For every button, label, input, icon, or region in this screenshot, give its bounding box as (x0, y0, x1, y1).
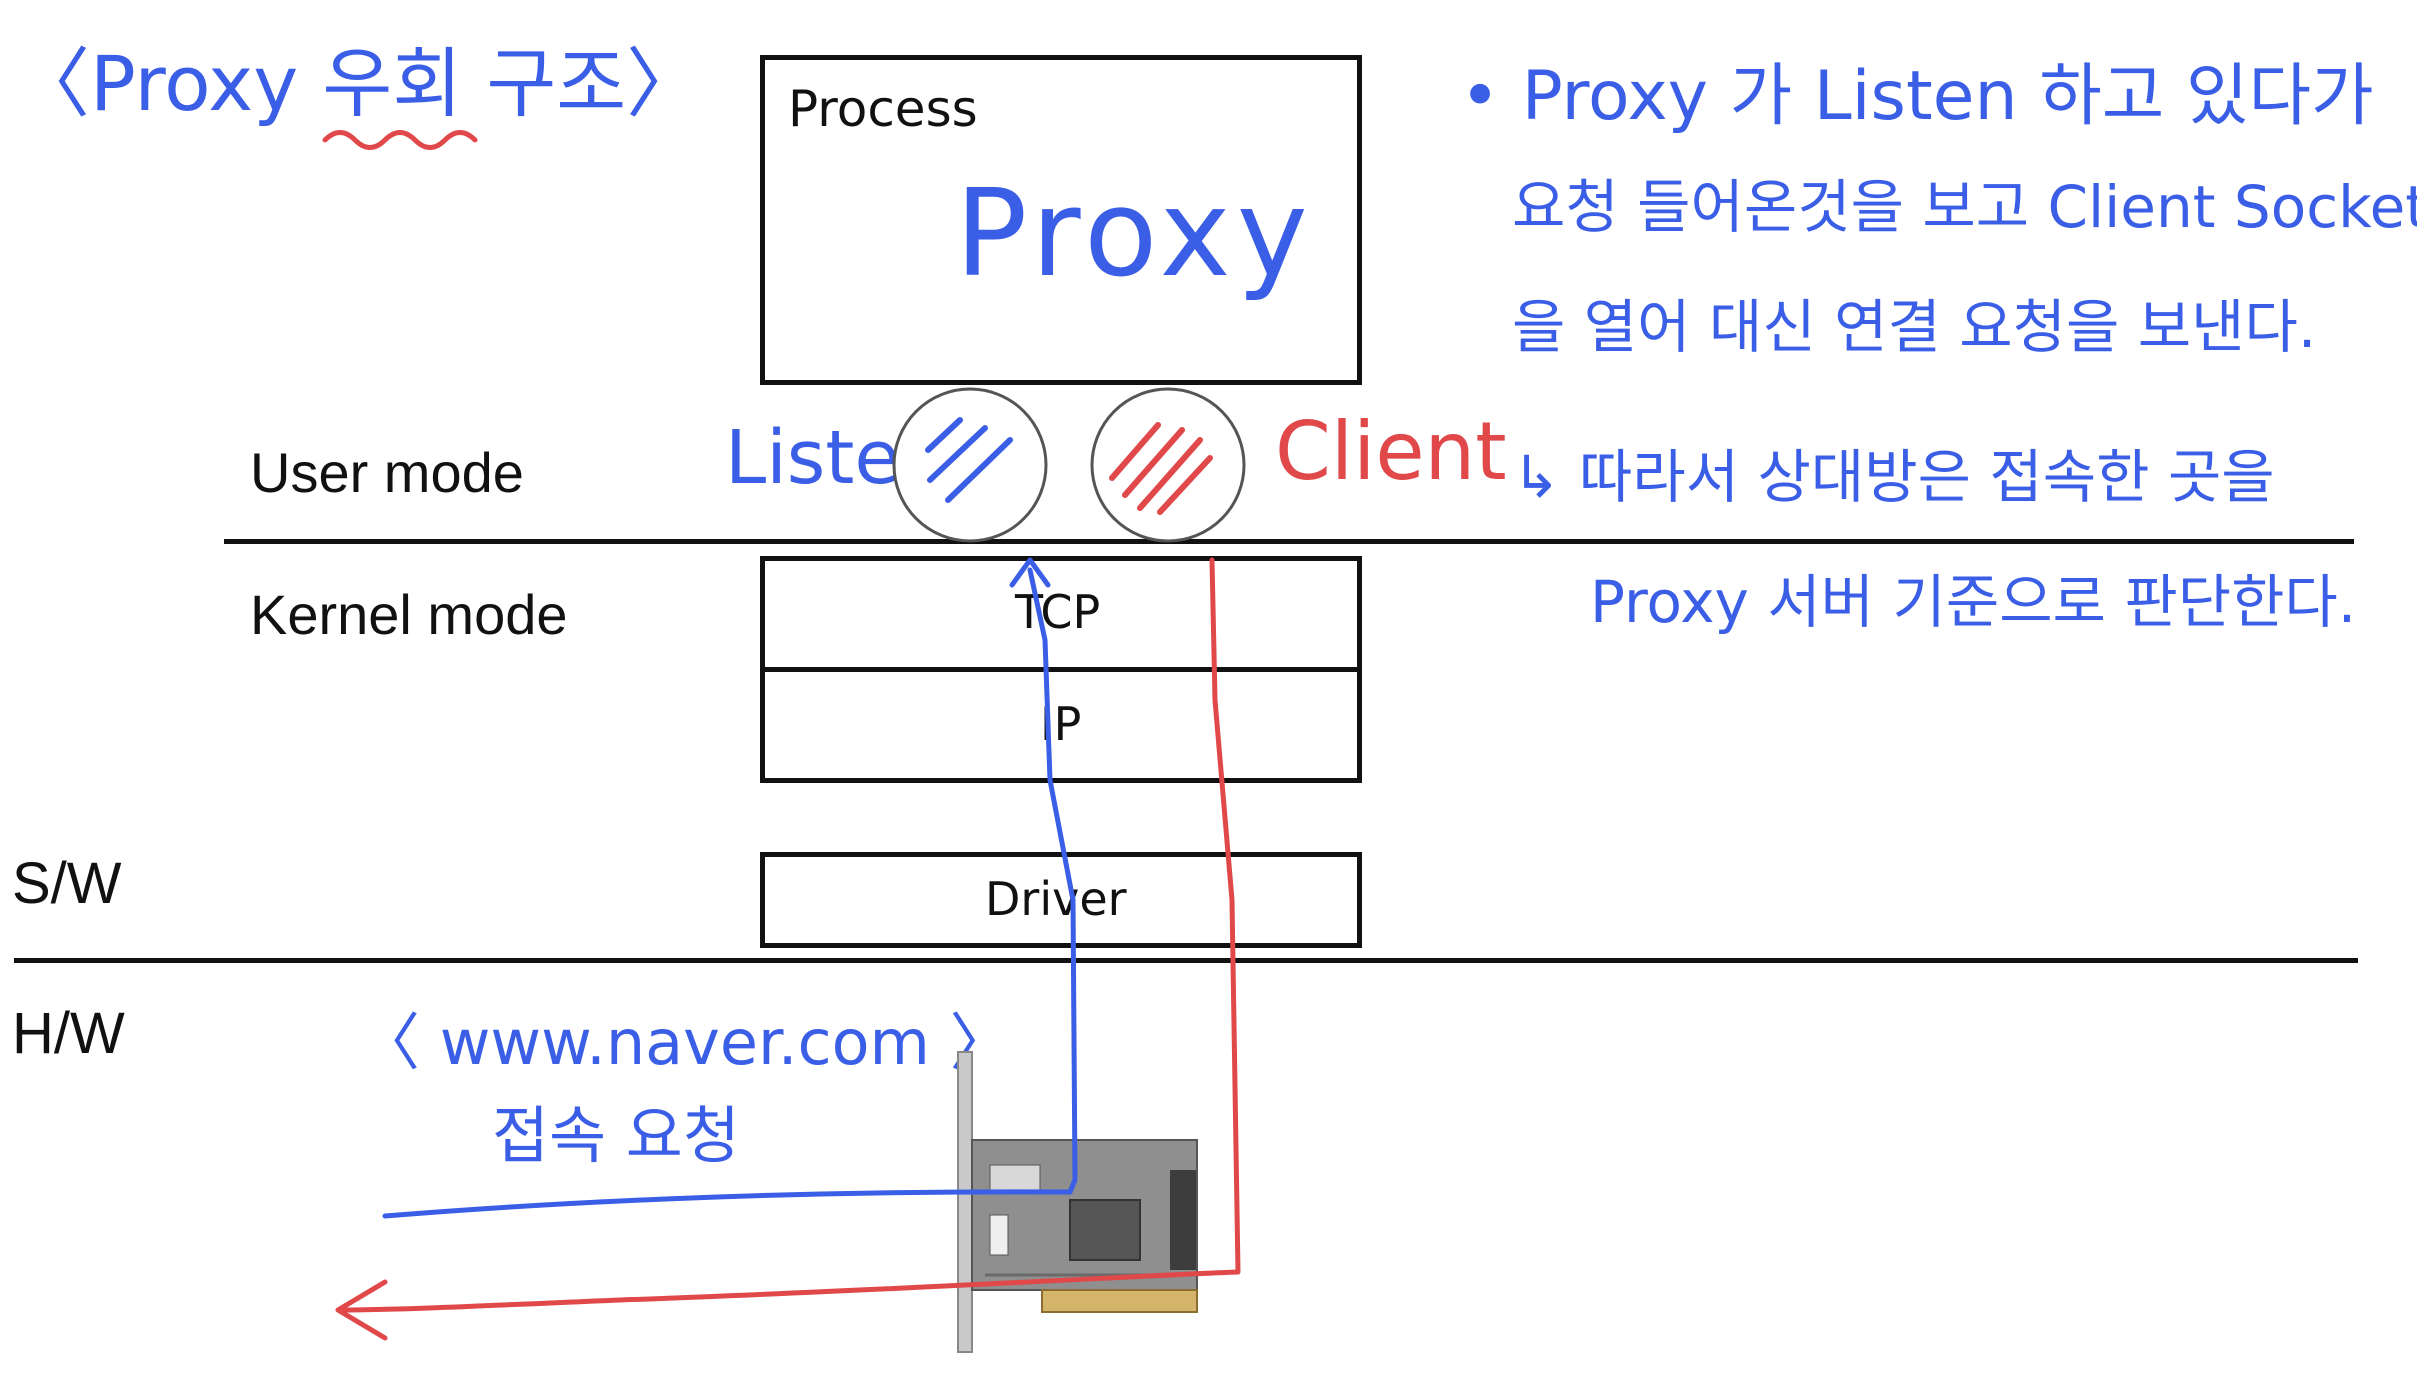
client-socket-label: Client (1275, 405, 1507, 498)
tcp-box (760, 556, 1362, 672)
sw-label: S/W (12, 851, 122, 916)
kernel-mode-label: Kernel mode (250, 583, 568, 646)
client-socket-icon (1090, 387, 1246, 543)
note-line-2: 요청 들어온것을 보고 Client Socket (1512, 173, 2417, 241)
note-line-3: 을 열어 대신 연결 요청을 보낸다. (1512, 293, 2317, 361)
user-kernel-divider (224, 539, 2354, 544)
note-line-1: • Proxy 가 Listen 하고 있다가 (1460, 57, 2374, 136)
note-line-5: Proxy 서버 기준으로 판단한다. (1590, 568, 2357, 636)
ip-box (760, 667, 1362, 783)
note-line-4: ↳ 따라서 상대방은 접속한 곳을 (1512, 443, 2275, 511)
diagram-title: 〈Proxy 우회 구조〉 (14, 39, 703, 128)
hw-label: H/W (12, 1001, 125, 1066)
driver-box (760, 852, 1362, 948)
incoming-request-arrow (382, 567, 1078, 1219)
driver-label: Driver (985, 872, 1127, 926)
proxy-handwritten-label: Proxy (955, 165, 1314, 304)
process-label: Process (788, 80, 978, 138)
request-caption: 접속 요청 (492, 1099, 740, 1172)
request-url: 〈 www.naver.com 〉 (358, 1006, 1012, 1079)
user-mode-label: User mode (250, 441, 524, 504)
process-box (760, 55, 1362, 385)
sw-hw-divider (14, 958, 2358, 963)
network-interface-card-icon (957, 1051, 1198, 1353)
tcp-label: TCP (1015, 585, 1101, 639)
outgoing-request-arrow (337, 557, 1241, 1313)
listen-socket-icon (892, 387, 1048, 543)
